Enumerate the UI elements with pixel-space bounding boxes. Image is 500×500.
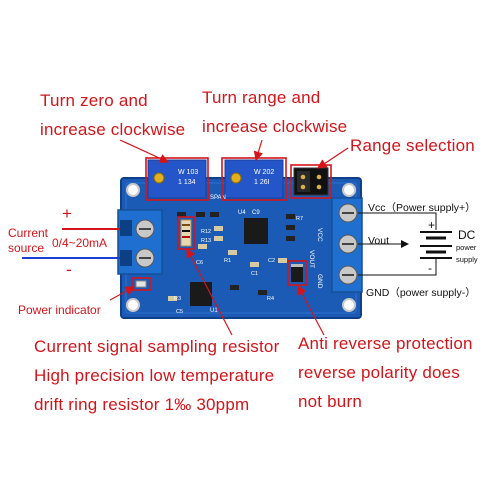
vcc-label: Vcc（Power supply+） — [368, 202, 476, 214]
current-range-label: 0/4~20mA — [52, 236, 108, 250]
sampling-label-line3: drift ring resistor 1‰ 30ppm — [34, 395, 250, 414]
zero-label-line1: Turn zero and — [40, 91, 148, 110]
range-label-line2: increase clockwise — [202, 117, 348, 136]
range-jumper-header[interactable] — [293, 167, 329, 196]
reverse-label-line3: not burn — [298, 392, 362, 411]
svg-text:C2: C2 — [268, 258, 275, 264]
sampling-label-line2: High precision low temperature — [34, 366, 275, 385]
gnd-label: GND（power supply-） — [366, 287, 476, 299]
smd-components: R12 R13 R1 C6 C1 C2 R3 R4 C5 R7 — [168, 212, 303, 315]
battery-plus: + — [428, 218, 436, 232]
current-source-label-2: source — [8, 241, 45, 255]
highlight-jumper — [290, 164, 332, 199]
highlight-sampling-resistor — [177, 216, 195, 250]
dc-label: DC — [458, 228, 476, 242]
svg-text:C5: C5 — [176, 309, 183, 315]
svg-text:C6: C6 — [196, 260, 203, 266]
svg-text:R4: R4 — [267, 296, 274, 302]
dc-sub-power: power — [456, 243, 477, 252]
terminal-silkscreen: VCC VOUT GND — [308, 228, 323, 289]
span-potentiometer[interactable]: W 202 1 26I — [224, 159, 284, 199]
input-wiring — [22, 228, 120, 259]
ic-u4: U4 C9 — [238, 210, 268, 244]
sampling-label-line1: Current signal sampling resistor — [34, 337, 280, 356]
zero-potentiometer[interactable]: W 103 1 134 — [147, 159, 207, 199]
svg-text:VOUT: VOUT — [308, 250, 315, 268]
input-terminal-block[interactable] — [117, 209, 163, 275]
current-source-label-1: Current — [8, 226, 49, 240]
span-silk: SPAN — [210, 195, 226, 201]
reverse-label-line2: reverse polarity does — [298, 363, 460, 382]
output-wiring — [358, 212, 437, 276]
svg-text:VCC: VCC — [316, 228, 323, 242]
ic-u1: U1 — [190, 282, 218, 314]
power-indicator-label: Power indicator — [18, 303, 101, 317]
pot2-sub: 1 26I — [254, 179, 270, 186]
range-label-line1: Turn range and — [202, 88, 321, 107]
pot2-code: W 202 — [254, 169, 274, 176]
dc-sub-supply: supply — [456, 255, 478, 264]
zero-label-line2: increase clockwise — [40, 120, 186, 139]
svg-text:R7: R7 — [296, 216, 303, 222]
highlight-zero-pot — [145, 157, 209, 201]
battery-symbol — [420, 231, 452, 259]
protection-diode — [291, 264, 303, 282]
svg-text:R3: R3 — [174, 296, 181, 302]
highlight-power-led — [131, 277, 151, 291]
svg-text:R13: R13 — [201, 238, 211, 244]
svg-text:U4: U4 — [238, 210, 246, 216]
svg-text:R1: R1 — [224, 258, 231, 264]
vout-label: Vout — [368, 235, 390, 247]
minus-sign: - — [66, 260, 72, 279]
pot1-sub: 1 134 — [178, 179, 196, 186]
output-terminal-block[interactable] — [331, 197, 363, 293]
range-selection-label: Range selection — [350, 136, 475, 155]
reverse-label-line1: Anti reverse protection — [298, 334, 473, 353]
highlight-diode — [287, 260, 307, 286]
sampling-resistor — [180, 219, 192, 247]
svg-text:U1: U1 — [210, 308, 218, 314]
svg-text:R12: R12 — [201, 229, 211, 235]
leader-lines — [109, 139, 349, 336]
plus-sign: + — [62, 204, 73, 223]
pot1-code: W 103 — [178, 169, 198, 176]
highlight-boxes — [131, 157, 332, 291]
svg-text:C1: C1 — [251, 271, 258, 277]
power-led — [135, 280, 147, 288]
svg-text:C9: C9 — [252, 210, 260, 216]
battery-minus: - — [428, 261, 432, 275]
svg-text:GND: GND — [316, 274, 323, 289]
